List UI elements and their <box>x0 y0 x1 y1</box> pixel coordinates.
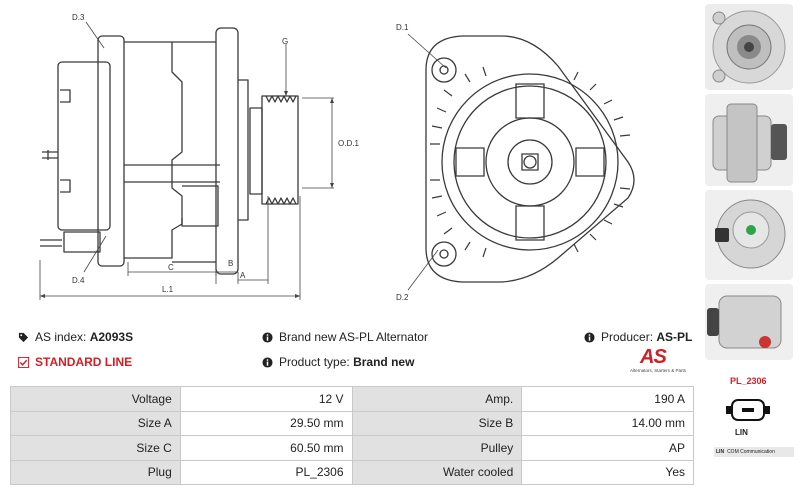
info-icon <box>584 331 595 343</box>
spec-label: Amp. <box>351 386 523 412</box>
spec-label: Water cooled <box>351 459 523 485</box>
label-a: A <box>240 271 246 280</box>
logo-tagline: Alternators, Starters & Parts <box>629 368 687 373</box>
product-photo-rear[interactable] <box>705 190 793 280</box>
as-index-value: A2093S <box>89 330 134 344</box>
producer-label: Producer: <box>601 330 654 344</box>
tag-icon <box>18 332 29 342</box>
product-type-label: Product type: <box>279 355 350 369</box>
label-b: B <box>228 259 233 268</box>
product-type-value: Brand new <box>353 355 415 369</box>
logo-mark: AS <box>640 346 667 368</box>
label-d1: D.1 <box>396 23 409 32</box>
standard-line-row: STANDARD LINE <box>18 355 132 369</box>
spec-value: 14.00 mm <box>521 410 694 436</box>
label-d2: D.2 <box>396 293 409 302</box>
spec-value: AP <box>521 435 694 461</box>
aspl-logo: AS Alternators, Starters & Parts <box>624 346 692 378</box>
brand-row: Brand new AS-PL Alternator <box>262 330 428 344</box>
spec-label: Size C <box>10 435 181 461</box>
plug-connector-icon <box>726 399 770 421</box>
product-photo-angle[interactable] <box>705 284 793 360</box>
product-photo-front[interactable] <box>705 4 793 90</box>
spec-value: Yes <box>521 459 694 485</box>
spec-label: Pulley <box>351 435 523 461</box>
as-index-row: AS index: A2093S <box>18 330 133 344</box>
spec-value: 190 A <box>521 386 694 412</box>
checkbox-icon <box>18 356 29 368</box>
legend-text: COM Communication <box>727 449 775 455</box>
plug-code: PL_2306 <box>730 376 767 386</box>
spec-value: 60.50 mm <box>179 435 353 461</box>
spec-label: Plug <box>10 459 181 485</box>
info-icon <box>262 331 273 343</box>
spec-label: Voltage <box>10 386 181 412</box>
producer-value: AS-PL <box>656 330 693 344</box>
legend-code: LIN <box>716 449 725 455</box>
spec-label: Size A <box>10 410 181 436</box>
spec-value: 29.50 mm <box>179 410 353 436</box>
technical-drawing: D.3 D.4 G O.D.1 C B A L.1 D.1 D.2 <box>39 13 635 302</box>
plug-legend: LIN COM Communication <box>714 447 794 457</box>
label-d3: D.3 <box>72 13 85 22</box>
plug-type-label: LIN <box>735 428 748 437</box>
spec-label: Size B <box>351 410 523 436</box>
spec-value: PL_2306 <box>179 459 353 485</box>
product-photo-side[interactable] <box>705 94 793 186</box>
label-od1: O.D.1 <box>338 139 359 148</box>
label-c: C <box>168 263 174 272</box>
as-index-label: AS index: <box>35 330 87 344</box>
brand-text: Brand new AS-PL Alternator <box>279 330 428 344</box>
producer-row: Producer: AS-PL <box>584 330 692 344</box>
label-d4: D.4 <box>72 276 85 285</box>
spec-value: 12 V <box>179 386 353 412</box>
standard-line-label: STANDARD LINE <box>35 355 133 369</box>
label-g: G <box>282 37 288 46</box>
product-type-row: Product type: Brand new <box>262 355 414 369</box>
label-l1: L.1 <box>162 285 174 294</box>
info-icon <box>262 356 273 368</box>
